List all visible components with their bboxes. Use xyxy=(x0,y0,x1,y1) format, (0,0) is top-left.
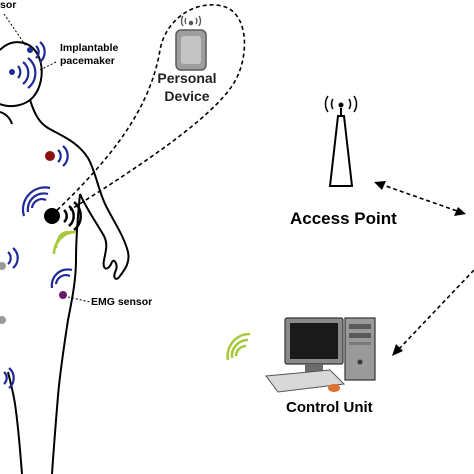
hub-node-icon xyxy=(44,201,82,255)
arrow-head xyxy=(392,344,403,356)
wireless-signal-icon xyxy=(21,186,51,217)
wireless-signal-icon xyxy=(180,15,202,27)
personal-device-label-line1: Personal xyxy=(157,70,217,86)
personal-device-label-line2: Device xyxy=(164,88,210,104)
human-body-outline xyxy=(0,41,130,474)
sensor-node-icon xyxy=(0,247,19,389)
personal-device-balloon xyxy=(51,4,246,216)
emg-sensor-label: EMG sensor xyxy=(91,296,153,308)
sensor-label: sor xyxy=(0,0,17,11)
pacemaker-label-line1: Implantable xyxy=(60,42,119,54)
sensor-node-icon xyxy=(3,13,46,89)
pacemaker-node-icon xyxy=(45,145,69,167)
arrow-head xyxy=(454,207,466,216)
antenna-tower-icon xyxy=(324,95,358,187)
wireless-signal-icon xyxy=(226,332,251,361)
access-point-label: Access Point xyxy=(290,209,397,228)
pacemaker-leader-line xyxy=(39,61,57,71)
pacemaker-label-line2: pacemaker xyxy=(60,55,115,67)
desktop-computer-icon xyxy=(265,317,376,393)
control-unit-label: Control Unit xyxy=(286,399,373,416)
emg-sensor-icon xyxy=(50,268,91,303)
arrow-head xyxy=(374,181,386,190)
link-arrows xyxy=(379,183,474,351)
phone-icon xyxy=(175,29,207,71)
